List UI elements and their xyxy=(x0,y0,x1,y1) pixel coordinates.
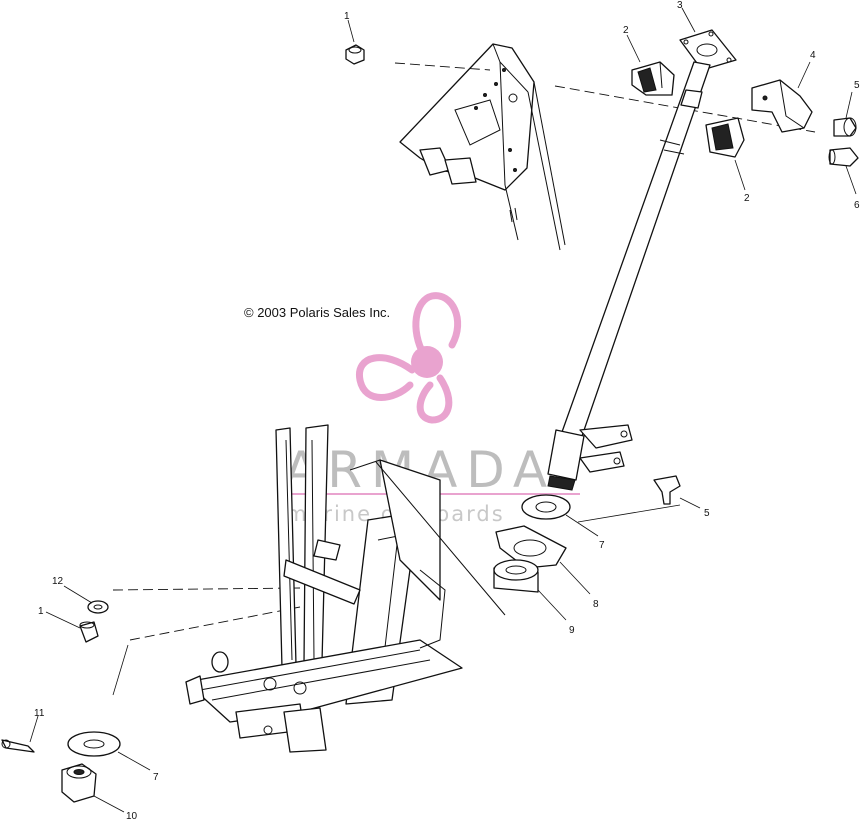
callout-nut-top: 1 xyxy=(344,11,350,22)
alignment-line xyxy=(112,644,129,696)
propeller-logo-icon xyxy=(356,292,461,424)
callout-bolt-lower-right: 6 xyxy=(854,200,860,211)
alignment-line xyxy=(394,62,491,71)
callout-bolt-top: 5 xyxy=(854,80,860,91)
washer-mid xyxy=(521,494,571,520)
bushing-lower xyxy=(705,117,745,158)
washer-bottom xyxy=(67,731,121,757)
callout-cotter-pin: 11 xyxy=(34,708,45,719)
callout-flange-plate: 3 xyxy=(677,0,683,11)
flange-plate xyxy=(679,29,737,71)
callout-clamp: 4 xyxy=(810,50,816,61)
copyright-text: © 2003 Polaris Sales Inc. xyxy=(244,305,390,320)
steering-column xyxy=(547,61,711,491)
bushing-upper xyxy=(631,61,675,96)
spacer xyxy=(493,559,539,593)
callout-castle-nut: 10 xyxy=(126,811,138,819)
callout-nut-left: 1 xyxy=(38,606,44,617)
nut-top xyxy=(345,44,365,65)
callout-bushing-lower: 2 xyxy=(744,193,750,204)
bolt-lower-right xyxy=(828,147,859,167)
washer-small xyxy=(87,600,109,614)
callout-bushing-top: 2 xyxy=(623,25,629,36)
callout-bearing-plate: 8 xyxy=(593,599,599,610)
bearing-plate xyxy=(495,525,567,569)
cotter-pin xyxy=(1,739,35,753)
clamp xyxy=(751,79,813,133)
nut-left xyxy=(79,621,99,643)
callout-washer-bottom: 7 xyxy=(153,772,159,783)
callout-washer-small: 12 xyxy=(52,576,64,587)
alignment-line xyxy=(129,606,301,641)
alignment-line xyxy=(577,504,681,523)
lower-frame xyxy=(185,424,506,753)
castle-nut xyxy=(61,763,97,803)
bolt-top xyxy=(833,117,857,137)
callout-bolt-mid: 5 xyxy=(704,508,710,519)
callout-washer-mid: 7 xyxy=(599,540,605,551)
upper-dash-bracket xyxy=(399,43,566,251)
callout-spacer: 9 xyxy=(569,625,575,636)
bolt-mid xyxy=(653,475,681,505)
alignment-line xyxy=(112,587,301,591)
